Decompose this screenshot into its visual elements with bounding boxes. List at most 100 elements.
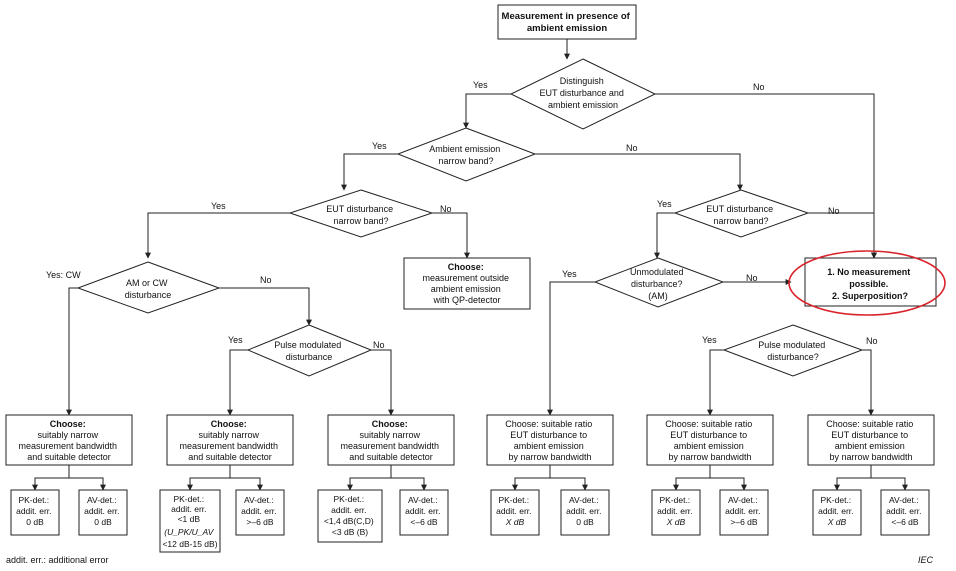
svg-text:Unmodulated disturbance?: Unmodulated disturbance? (AM)	[630, 267, 686, 301]
r6av-line-2: addit. err.	[886, 506, 921, 516]
svg-text:Pulse modulated disturba: Pulse modulated disturbance?	[758, 340, 828, 362]
decision-eut-narrow-band-right: EUT disturbance narrow band?	[673, 189, 810, 238]
unmod-line-2: disturbance?	[631, 279, 683, 289]
distinguish-line-3: ambient emission	[548, 100, 618, 110]
result-2-av: AV-det.: addit. err. >–6 dB	[235, 489, 285, 536]
c3-line-3: measurement bandwidth	[340, 441, 439, 451]
label-distinguish-no: No	[753, 82, 765, 92]
c1-line-4: and suitable detector	[27, 452, 111, 462]
outside-line-4: with QP-detector	[432, 295, 500, 305]
label-amcw-yes: Yes: CW	[46, 270, 81, 280]
r5av-line-3: >–6 dB	[730, 517, 758, 527]
decision-eut-narrow-band-left: EUT disturbance narrow band?	[288, 189, 434, 238]
svg-text:Choose: suitable ratio: Choose: suitable ratio EUT disturbance t…	[826, 419, 916, 462]
label-pulser-no: No	[866, 336, 878, 346]
box-choose-5: Choose: suitable ratio EUT disturbance t…	[646, 414, 774, 466]
decision-pulse-modulated-left: Pulse modulated disturbance	[246, 324, 373, 377]
amcw-line-1: AM or CW	[126, 278, 168, 288]
c2-line-1: Choose:	[211, 419, 247, 429]
box-choose-4: Choose: suitable ratio EUT disturbance t…	[486, 414, 614, 466]
r3pk-line-4: <3 dB (B)	[332, 527, 368, 537]
eutr-line-2: narrow band?	[713, 216, 768, 226]
r1pk-line-3: 0 dB	[26, 517, 44, 527]
edge-ambient-no	[535, 153, 743, 191]
eutl-line-2: narrow band?	[333, 216, 388, 226]
branch-labels: Yes No Yes No Yes No Yes No Yes: CW No Y…	[46, 80, 878, 350]
r3pk-line-3: <1,4 dB(C,D)	[324, 516, 374, 526]
edge-c2-pk	[187, 465, 231, 491]
result-1-pk: PK-det.: addit. err. 0 dB	[10, 489, 60, 536]
svg-text:Distinguish EUT disturba: Distinguish EUT disturbance and ambient …	[540, 76, 627, 110]
r5pk-line-2: addit. err.	[657, 506, 692, 516]
r5pk-line-1: PK-det.:	[659, 495, 690, 505]
result-2-pk: PK-det.: addit. err. <1 dB (U_PK/U_AV <1…	[159, 489, 221, 553]
decision-am-or-cw: AM or CW disturbance	[76, 261, 221, 314]
label-eutl-no: No	[440, 204, 452, 214]
c2-line-2: suitably narrow	[198, 430, 259, 440]
box-choose-1: Choose: suitably narrow measurement band…	[5, 414, 133, 466]
ambient-line-1: Ambient emission	[429, 144, 500, 154]
c6-line-4: by narrow bandwidth	[829, 452, 912, 462]
svg-text:PK-det.: addit. err.: PK-det.: addit. err. <1,4 dB(C,D) <3 dB …	[324, 494, 376, 537]
distinguish-line-1: Distinguish	[560, 76, 604, 86]
c1-line-3: measurement bandwidth	[18, 441, 117, 451]
result-3-av: AV-det.: addit. err. <–6 dB	[399, 489, 449, 536]
r5pk-line-3: X dB	[666, 517, 686, 527]
svg-text:AV-det.: addit. err.: AV-det.: addit. err. >–6 dB	[725, 495, 763, 527]
svg-text:Choose: suitably narrow: Choose: suitably narrow measurement band…	[340, 419, 441, 462]
label-eutr-yes: Yes	[657, 199, 672, 209]
svg-text:Choose: suitably narrow: Choose: suitably narrow measurement band…	[179, 419, 280, 462]
decision-ambient-narrow-band: Ambient emission narrow band?	[396, 127, 537, 182]
label-distinguish-yes: Yes	[473, 80, 488, 90]
c4-line-4: by narrow bandwidth	[508, 452, 591, 462]
decision-distinguish: Distinguish EUT disturbance and ambient …	[509, 58, 657, 130]
r4av-line-1: AV-det.:	[569, 495, 599, 505]
pulsel-line-2: disturbance	[286, 352, 333, 362]
c2-line-4: and suitable detector	[188, 452, 272, 462]
c6-line-2: EUT disturbance to	[831, 430, 908, 440]
r5av-line-1: AV-det.:	[728, 495, 758, 505]
decision-unmodulated: Unmodulated disturbance? (AM)	[593, 257, 725, 308]
c3-line-4: and suitable detector	[349, 452, 433, 462]
result-4-av: AV-det.: addit. err. 0 dB	[560, 489, 610, 536]
pulser-line-2: disturbance?	[767, 352, 819, 362]
r4av-line-2: addit. err.	[566, 506, 601, 516]
r2pk-line-1: PK-det.:	[173, 494, 204, 504]
edge-eutl-no	[432, 212, 470, 259]
c3-line-2: suitably narrow	[359, 430, 420, 440]
r1pk-line-1: PK-det.:	[18, 495, 49, 505]
start-line-2: ambient emission	[527, 23, 607, 34]
result-3-pk: PK-det.: addit. err. <1,4 dB(C,D) <3 dB …	[317, 489, 383, 543]
edge-pulser-no	[862, 349, 874, 416]
r2av-line-3: >–6 dB	[246, 517, 274, 527]
r2av-line-1: AV-det.:	[244, 495, 274, 505]
r2pk-line-2: addit. err.	[171, 504, 206, 514]
r6pk-line-1: PK-det.:	[820, 495, 851, 505]
r4pk-line-2: addit. err.	[496, 506, 531, 516]
svg-text:AV-det.: addit. err.: AV-det.: addit. err. 0 dB	[566, 495, 604, 527]
c1-line-1: Choose:	[50, 419, 86, 429]
start-line-1: Measurement in presence of	[502, 11, 631, 22]
svg-text:Measurement in presence of: Measurement in presence of ambient emiss…	[502, 11, 633, 34]
r2pk-line-3: <1 dB	[178, 514, 201, 524]
r1av-line-2: addit. err.	[84, 506, 119, 516]
r2av-line-2: addit. err.	[241, 506, 276, 516]
edge-c5-av	[709, 465, 747, 491]
c5-line-2: EUT disturbance to	[670, 430, 747, 440]
svg-text:AM or CW disturbance: AM or CW disturbance	[125, 278, 172, 300]
r6pk-line-2: addit. err.	[818, 506, 853, 516]
ambient-line-2: narrow band?	[438, 156, 493, 166]
result-6-av: AV-det.: addit. err. <–6 dB	[880, 489, 930, 536]
edge-c2-av	[229, 465, 263, 491]
label-ambient-yes: Yes	[372, 141, 387, 151]
r4pk-line-1: PK-det.:	[498, 495, 529, 505]
r2pk-line-4: (U_PK/U_AV	[164, 527, 214, 537]
outside-line-1: Choose:	[448, 262, 484, 272]
svg-text:AV-det.: addit. err.: AV-det.: addit. err. <–6 dB	[405, 495, 443, 527]
edge-c4-av	[549, 465, 588, 491]
svg-text:PK-det.: addit. err.: PK-det.: addit. err. X dB	[496, 495, 534, 527]
c4-line-3: ambient emission	[514, 441, 584, 451]
nomeas-line-2: possible.	[849, 279, 888, 289]
eutr-line-1: EUT disturbance	[706, 204, 773, 214]
edge-amcw-yes	[66, 287, 78, 416]
